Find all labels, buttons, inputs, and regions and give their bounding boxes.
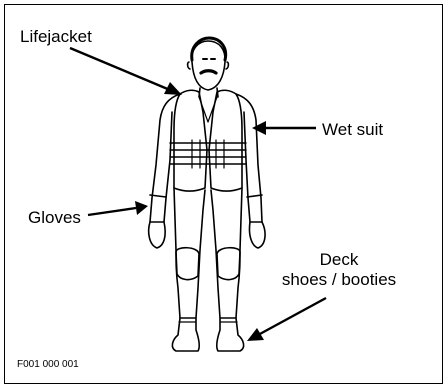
figure-code: F001 000 001 [17, 359, 79, 371]
left-knee-pad [176, 248, 199, 280]
gloves-arrow [88, 208, 136, 215]
right-boot [217, 318, 244, 351]
left-boot [172, 318, 199, 351]
lifejacket-straps [170, 143, 246, 164]
head [192, 41, 225, 90]
lifejacket-arrow [70, 48, 170, 90]
right-glove [249, 222, 265, 248]
deck-shoes-label-line2: shoes / booties [262, 270, 416, 290]
gloves-label: Gloves [28, 208, 81, 228]
deck-shoes-label: Deck shoes / booties [262, 250, 416, 289]
deck-shoes-label-line1: Deck [262, 250, 416, 270]
right-knee-pad [217, 248, 240, 280]
deck-shoes-arrow [258, 298, 326, 335]
wet-suit-label: Wet suit [322, 120, 383, 140]
right-leg [236, 188, 242, 318]
moustache [201, 71, 216, 73]
lifejacket-label: Lifejacket [20, 27, 92, 47]
left-leg [174, 188, 180, 318]
left-glove [149, 222, 165, 248]
